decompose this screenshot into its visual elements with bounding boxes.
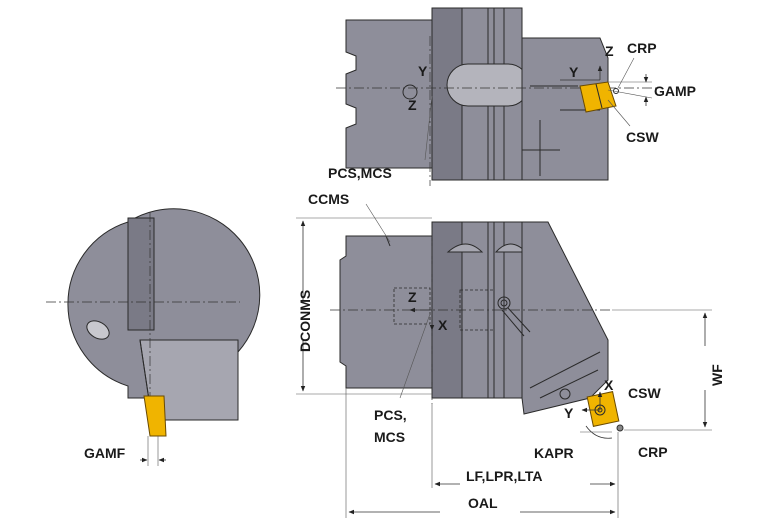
front-insert [586,391,620,427]
top-head [521,37,609,181]
label-ccms: CCMS [308,191,349,207]
label-z-front: Z [408,289,417,305]
label-crp-front: CRP [638,444,668,460]
label-csw-top: CSW [626,129,659,145]
label-mcs-front: MCS [374,429,405,445]
label-y-top-center: Y [418,63,428,79]
front-view [296,203,712,518]
label-gamp: GAMP [654,83,696,99]
front-head [521,221,609,415]
label-pcs-front: PCS, [374,407,407,423]
label-z-top-center: Z [408,97,417,113]
label-y-top-right: Y [569,64,579,80]
top-insert [579,81,617,113]
label-gamf: GAMF [84,445,126,461]
side-view [46,208,261,466]
label-z-top-right: Z [605,43,614,59]
label-x-insert: X [604,377,614,393]
label-x-front: X [438,317,448,333]
label-oal: OAL [468,495,498,511]
top-oval-slot [446,63,530,107]
label-wf: WF [709,364,725,386]
label-crp-top: CRP [627,40,657,56]
side-insert [143,395,167,437]
front-shank [339,235,433,389]
label-lf-lpr-lta: LF,LPR,LTA [466,468,542,484]
label-pcs-mcs-top: PCS,MCS [328,165,392,181]
label-csw-front: CSW [628,385,661,401]
label-dconms: DCONMS [297,290,313,352]
top-view [336,7,660,186]
label-y-insert: Y [564,405,574,421]
label-kapr: KAPR [534,445,574,461]
top-shank [345,19,433,169]
